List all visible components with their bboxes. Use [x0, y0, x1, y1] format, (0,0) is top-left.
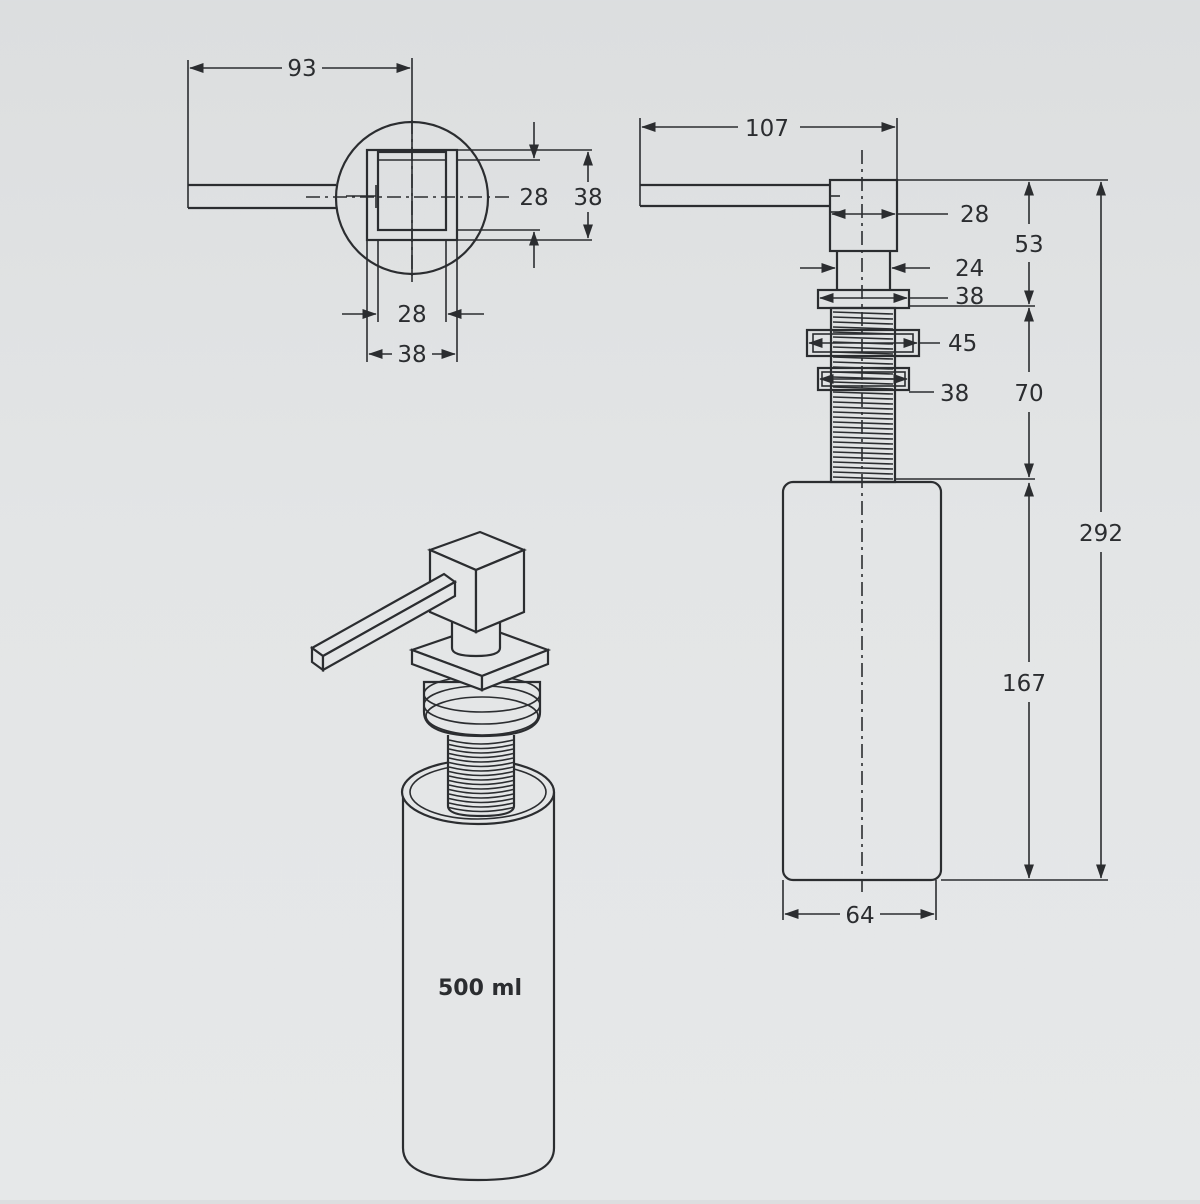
collar [816, 288, 911, 310]
pump-neck [835, 251, 892, 290]
pump-head [828, 178, 899, 253]
spout-outline [188, 183, 336, 210]
dim-spout-length: 107 [745, 116, 789, 142]
dim-washer-width: 45 [948, 331, 977, 357]
spout-side [640, 183, 830, 208]
dim-head-height: 53 [1014, 232, 1043, 258]
dim-head-width: 28 [960, 202, 989, 228]
bottle-body [401, 792, 556, 1182]
dim-inner-side: 28 [519, 185, 548, 211]
dim-outer-side: 38 [573, 185, 602, 211]
dim-neck-width: 24 [955, 256, 984, 282]
dim-bottom-outer: 38 [397, 342, 426, 368]
dim-thread-height: 70 [1014, 381, 1043, 407]
dim-spout-reach: 93 [287, 56, 316, 82]
top-view: 93 28 38 28 38 [187, 56, 603, 368]
nut-rings [422, 680, 542, 738]
dim-bottle-width: 64 [845, 903, 874, 929]
dim-nut-width: 38 [940, 381, 969, 407]
capacity-label: 500 ml [438, 976, 522, 1001]
isometric-view: 500 ml [309, 530, 556, 1182]
head-right [474, 548, 526, 634]
nut [816, 366, 911, 392]
side-view: 107 28 24 38 45 38 [639, 116, 1123, 929]
dim-total-height: 292 [1079, 521, 1123, 547]
dim-bottle-height: 167 [1002, 671, 1046, 697]
dim-bottom-inner: 28 [397, 302, 426, 328]
